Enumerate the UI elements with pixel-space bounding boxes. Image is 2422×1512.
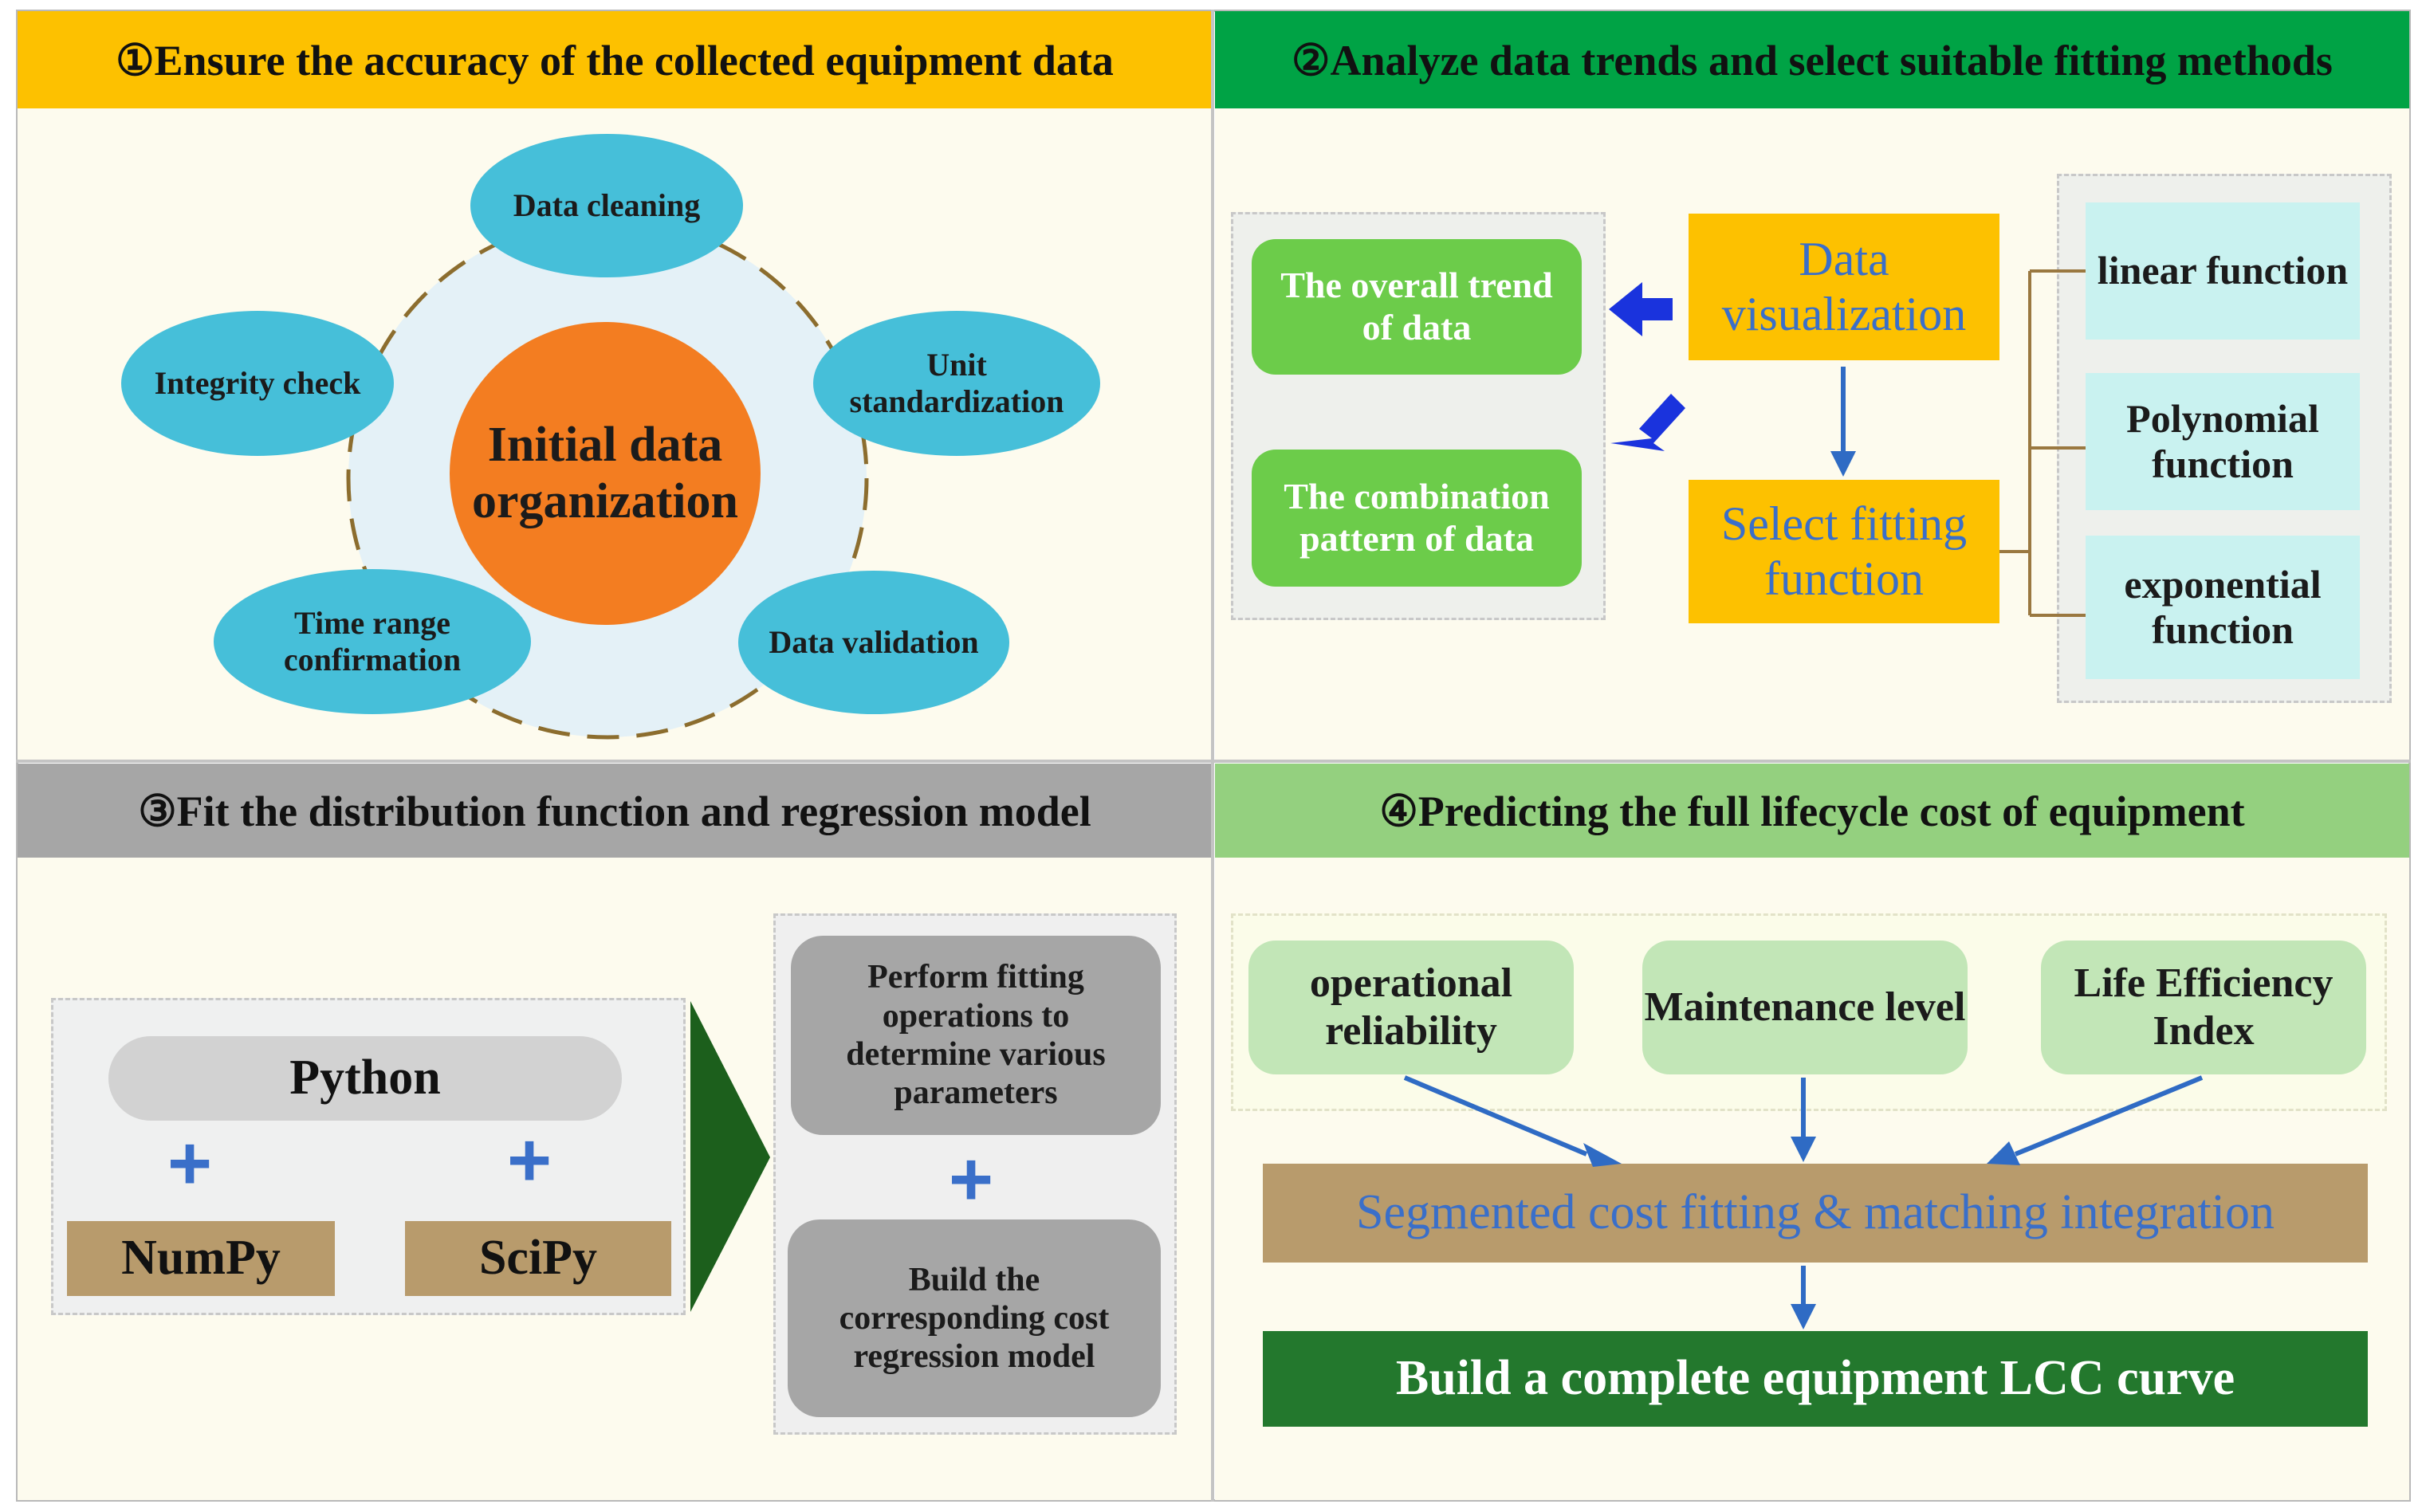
perform-fitting-box: Perform fitting operations to determine … — [791, 936, 1161, 1135]
data-visualization-box: Data visualization — [1689, 214, 1999, 360]
arrow-to-lcc-head — [1791, 1304, 1816, 1329]
initial-data-organization: Initial data organization — [450, 322, 761, 625]
arrow-maintenance-head — [1791, 1137, 1816, 1162]
arrow-reliability-head — [1583, 1143, 1622, 1167]
arrow-efficiency-line — [2014, 1075, 2204, 1157]
q2-header: ②Analyze data trends and select suitable… — [1215, 11, 2409, 108]
arrow-efficiency-head — [1987, 1141, 2020, 1165]
integrity-check-node: Integrity check — [121, 311, 394, 456]
arrow-to-trend — [1609, 282, 1673, 336]
combination-pattern-box: The combination pattern of data — [1252, 450, 1582, 587]
q2-title: ②Analyze data trends and select suitable… — [1292, 36, 2333, 84]
horizontal-divider — [16, 760, 2411, 763]
numpy-box: NumPy — [67, 1221, 335, 1296]
arrow-reliability-line — [1403, 1075, 1588, 1157]
q4-header: ④Predicting the full lifecycle cost of e… — [1215, 764, 2409, 858]
plus-scipy: + — [507, 1117, 552, 1203]
arrow-to-combination — [1610, 394, 1685, 451]
scipy-box: SciPy — [405, 1221, 671, 1296]
q1-title: ①Ensure the accuracy of the collected eq… — [116, 36, 1114, 84]
q1-header: ①Ensure the accuracy of the collected eq… — [18, 11, 1212, 108]
data-cleaning-node: Data cleaning — [470, 134, 743, 277]
function-polynomial: Polynomial function — [2086, 373, 2360, 510]
build-regression-box: Build the corresponding cost regression … — [788, 1219, 1161, 1417]
python-box: Python — [108, 1036, 622, 1121]
build-lcc-curve-box: Build a complete equipment LCC curve — [1263, 1331, 2368, 1427]
function-linear: linear function — [2086, 202, 2360, 340]
q4-title: ④Predicting the full lifecycle cost of e… — [1379, 787, 2245, 835]
select-fitting-function-box: Select fitting function — [1689, 480, 1999, 623]
plus-numpy: + — [167, 1121, 213, 1206]
overall-trend-box: The overall trend of data — [1252, 239, 1582, 375]
q3-title: ③Fit the distribution function and regre… — [138, 787, 1091, 835]
factor-life-efficiency-index: Life Efficiency Index — [2041, 941, 2366, 1074]
factor-maintenance-level: Maintenance level — [1642, 941, 1968, 1074]
factor-operational-reliability: operational reliability — [1248, 941, 1574, 1074]
unit-standardization-node: Unit standardization — [813, 311, 1100, 456]
function-exponential: exponential function — [2086, 536, 2360, 679]
plus-regression: + — [949, 1137, 994, 1222]
vertical-divider — [1211, 10, 1214, 1502]
time-range-confirmation-node: Time range confirmation — [214, 569, 531, 714]
viz-to-select-arrowhead — [1830, 451, 1856, 477]
segmented-cost-fitting-box: Segmented cost fitting & matching integr… — [1263, 1164, 2368, 1263]
data-validation-node: Data validation — [738, 571, 1009, 714]
q3-header: ③Fit the distribution function and regre… — [18, 764, 1212, 858]
right-chevron — [690, 1001, 770, 1312]
